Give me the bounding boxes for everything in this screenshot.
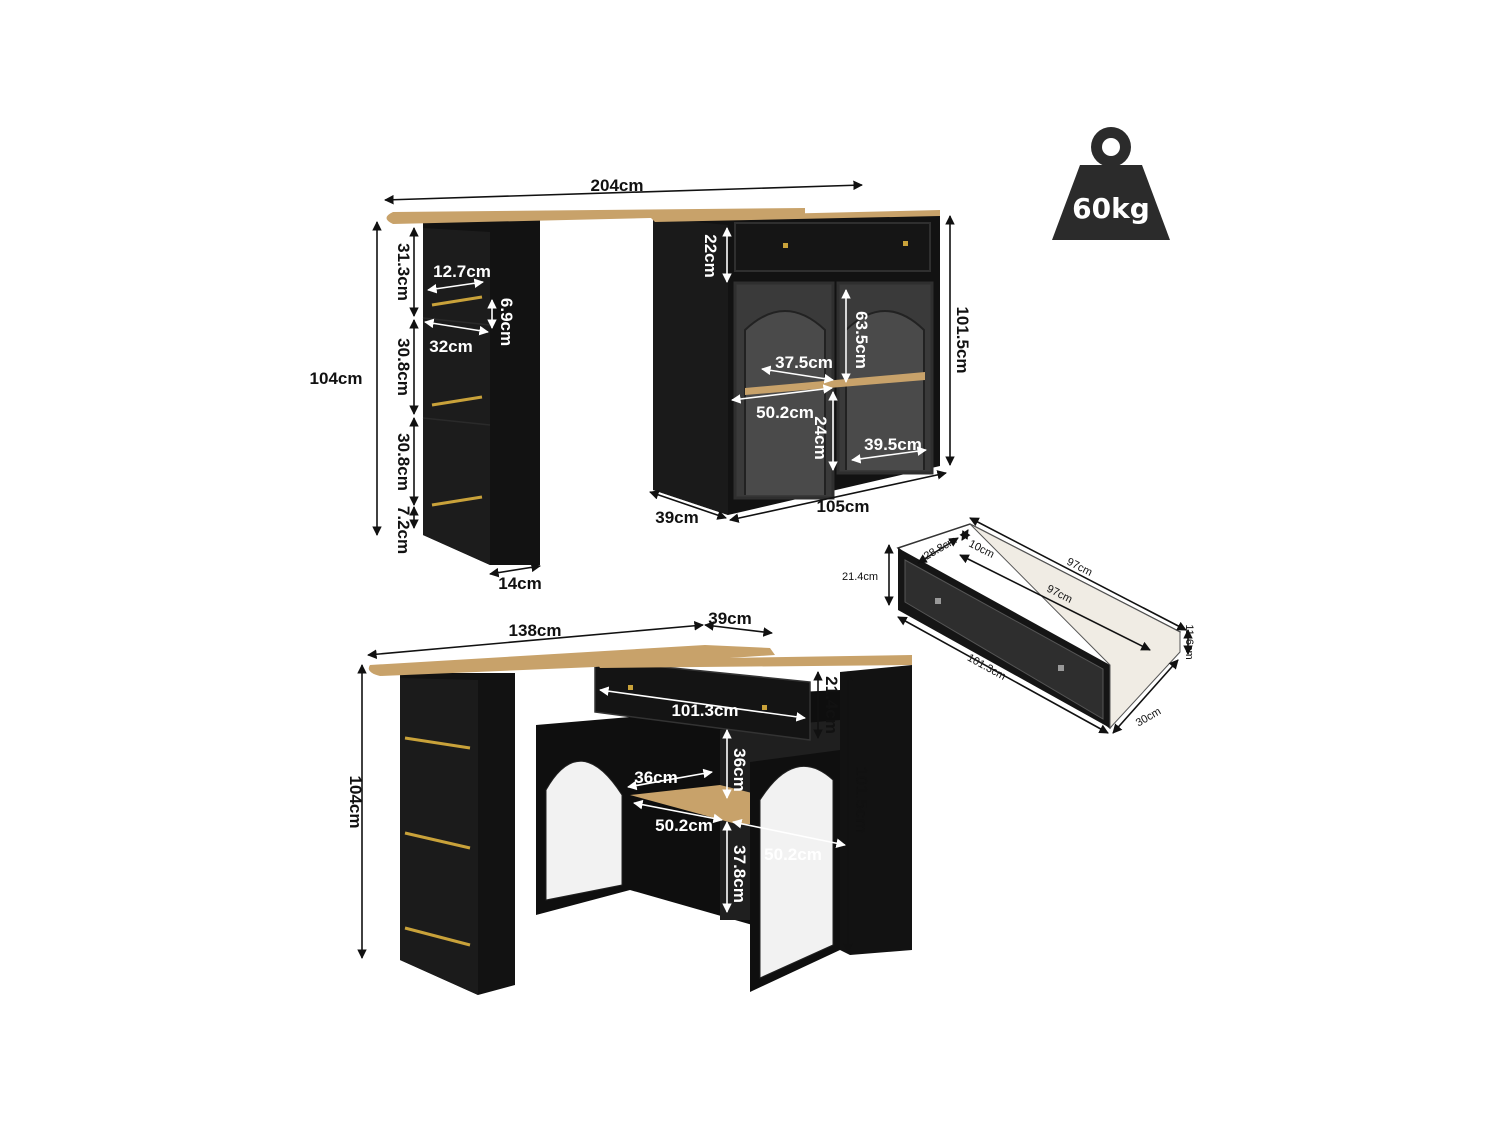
dim-bottom-drawer-height: 21.4cm [822, 676, 841, 734]
top-view-furniture [386, 208, 940, 565]
weight-icon: 60kg [1052, 127, 1170, 240]
bottom-view-dimensions: 138cm 39cm 104cm 101.3cm 21.4cm 101.5cm … [346, 609, 871, 959]
dim-shelf-3: 30.8cm [394, 433, 413, 491]
dim-lower-height: 24cm [811, 416, 830, 459]
dim-bottom-right-width: 50.2cm [764, 845, 822, 864]
dim-bottom-top-depth: 39cm [708, 609, 751, 628]
dim-bottom-shelf-depth: 36cm [634, 768, 677, 787]
dim-bottom-drawer-width: 101.3cm [671, 701, 738, 720]
dim-inner-width: 50.2cm [756, 403, 814, 422]
dim-bottom-lower-height: 37.8cm [730, 845, 749, 903]
dim-bottom-left-width: 50.2cm [655, 816, 713, 835]
dim-shelf-1: 31.3cm [394, 243, 413, 301]
dim-bookcase-depth: 14cm [498, 574, 541, 593]
dim-inner-shelf-width: 37.5cm [775, 353, 833, 372]
dim-cabinet-height: 101.5cm [953, 306, 972, 373]
top-view-dimensions: 204cm 104cm 31.3cm 30.8cm 30.8cm 7.2cm 1… [310, 176, 972, 593]
dim-cabinet-width: 105cm [817, 497, 870, 516]
dim-drawer-depth: 30cm [1134, 705, 1163, 729]
dim-shelf-2: 30.8cm [394, 338, 413, 396]
dim-top-total-width: 204cm [591, 176, 644, 195]
dim-bottom-top-length: 138cm [509, 621, 562, 640]
bottom-view-furniture [368, 645, 912, 995]
dim-right-compartment: 39.5cm [864, 435, 922, 454]
weight-label: 60kg [1072, 192, 1150, 225]
dim-cabinet-depth: 39cm [655, 508, 698, 527]
dim-shelf-inner-width: 12.7cm [433, 262, 491, 281]
dim-bottom-height: 104cm [346, 776, 365, 829]
dim-drawer-height: 21.4cm [842, 571, 878, 583]
dim-shelf-lip: 6.9cm [497, 298, 516, 346]
dim-bottom-cabinet-height: 101.5cm [852, 766, 871, 833]
dim-top-height: 104cm [310, 369, 363, 388]
dim-shelf-depth: 32cm [429, 337, 472, 356]
dim-drawer-back-height: 11.6cm [1183, 624, 1195, 659]
dim-door-height: 63.5cm [852, 311, 871, 369]
dim-drawer-height: 22cm [701, 234, 720, 277]
dim-bottom-upper-height: 36cm [730, 748, 749, 791]
dim-base: 7.2cm [394, 506, 413, 554]
